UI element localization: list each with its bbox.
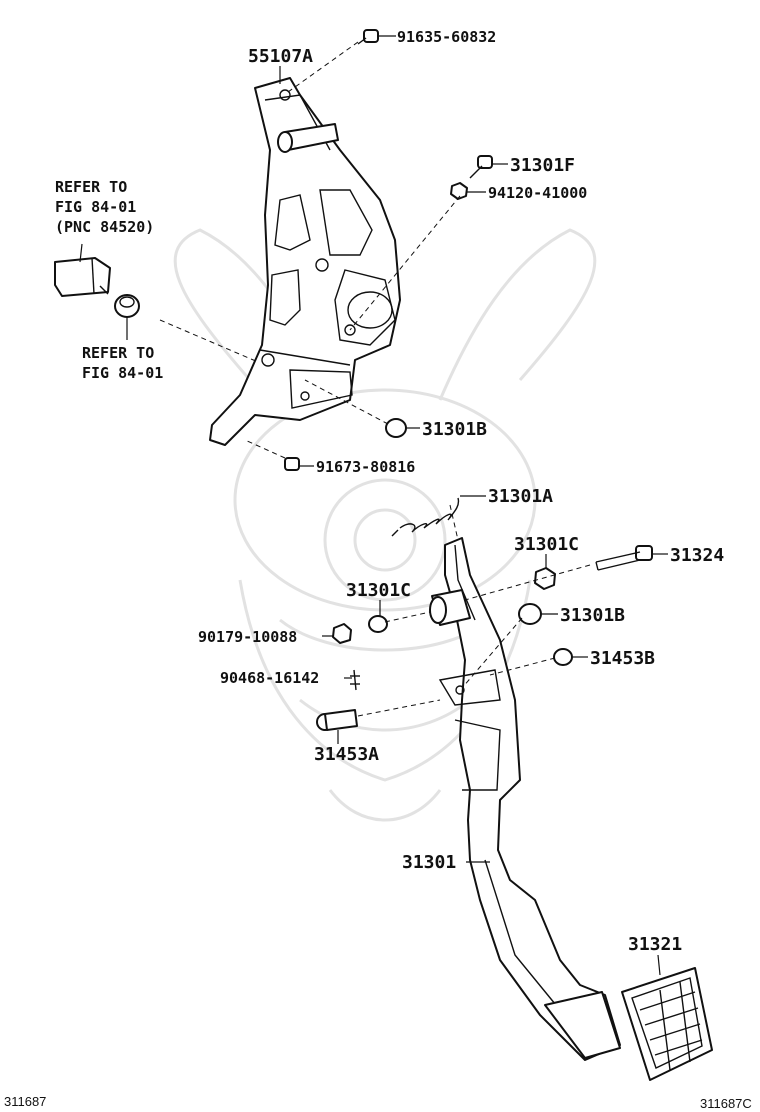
label-94120-41000: 94120-41000 [488, 184, 587, 202]
pedal-pad-icon [621, 967, 713, 1081]
label-31301C-right: 31301C [514, 534, 579, 555]
label-31301: 31301 [402, 852, 456, 873]
label-31453A: 31453A [314, 744, 379, 765]
label-31321: 31321 [628, 934, 682, 955]
label-refer-line2: FIG 84-01 [82, 364, 163, 382]
cushion-31301B-mid-icon [518, 603, 542, 625]
label-31453B: 31453B [590, 648, 655, 669]
label-refer-pnc-line2: FIG 84-01 [55, 198, 136, 216]
switch-assembly-icon [54, 257, 111, 297]
pedal-lever [429, 537, 621, 1061]
bolt-31301F-icon [469, 155, 493, 179]
label-91673-80816: 91673-80816 [316, 458, 415, 476]
label-refer-line1: REFER TO [82, 344, 154, 362]
bolt-91635-icon [357, 29, 379, 45]
footer-code-right: 311687C [700, 1096, 752, 1111]
label-91635-60832: 91635-60832 [397, 28, 496, 46]
pedal-support-bracket [209, 77, 401, 446]
label-31301B-top: 31301B [422, 419, 487, 440]
nut-94120-icon [450, 182, 468, 200]
bolt-31324-icon [595, 545, 653, 571]
label-refer-pnc-line3: (PNC 84520) [55, 218, 154, 236]
label-refer-pnc-line1: REFER TO [55, 178, 127, 196]
label-31301A: 31301A [488, 486, 553, 507]
bushing-31301C-left-icon [368, 615, 388, 633]
footer-code-left: 311687 [4, 1094, 46, 1109]
nut-31301C-right-icon [534, 567, 556, 590]
leader-lines [79, 35, 668, 976]
assembly-lines [159, 41, 591, 717]
label-90468-16142: 90468-16142 [220, 669, 319, 687]
pin-90468-icon [350, 669, 360, 691]
bushing-31453B-icon [553, 648, 573, 666]
label-55107A: 55107A [248, 46, 313, 67]
label-31301B-mid: 31301B [560, 605, 625, 626]
samurai-helmet-watermark-icon [173, 228, 597, 822]
label-31301C-left: 31301C [346, 580, 411, 601]
return-spring-icon [391, 497, 460, 537]
cushion-icon [114, 294, 140, 318]
label-31301F: 31301F [510, 155, 575, 176]
pin-31453A-icon [316, 709, 358, 731]
label-90179-10088: 90179-10088 [198, 628, 297, 646]
cushion-31301B-top-icon [385, 418, 407, 438]
nut-90179-icon [332, 623, 352, 644]
bolt-91673-icon [284, 457, 300, 471]
label-31324: 31324 [670, 545, 724, 566]
